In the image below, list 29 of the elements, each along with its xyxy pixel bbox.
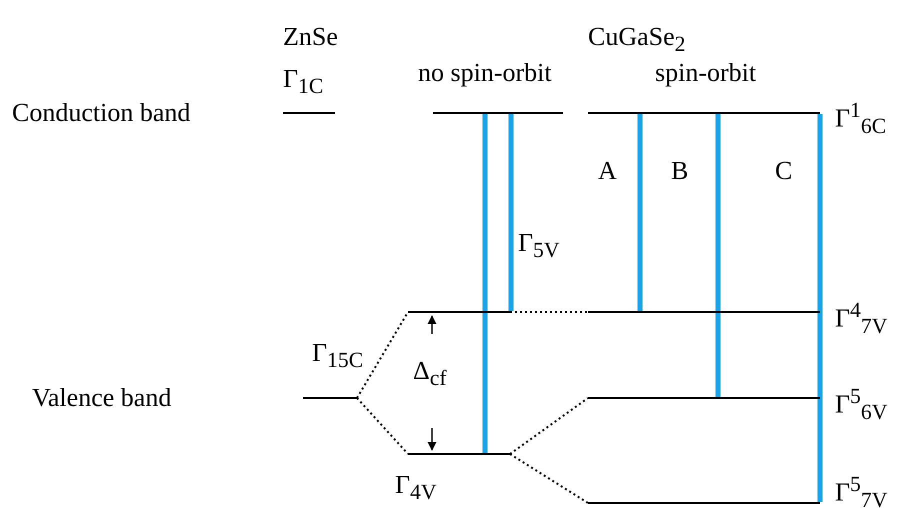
level-label: Γ$_{4V}$ [395, 472, 436, 504]
dotted-line [356, 312, 409, 398]
heading-label: Conduction band [12, 100, 190, 126]
transition-line [508, 114, 514, 311]
splitting-label: Δ$_{cf}$ [413, 358, 447, 390]
energy-level-line [588, 502, 820, 504]
heading-label: spin-orbit [655, 60, 756, 86]
heading-label: no spin-orbit [418, 60, 552, 86]
energy-level-line [283, 112, 335, 114]
dotted-line [510, 311, 588, 313]
energy-level-line [408, 311, 510, 313]
level-label: Γ$_{15C}$ [312, 340, 364, 372]
material-label: CuGaSe$_{2}$ [588, 24, 686, 56]
transition-line [716, 114, 720, 397]
energy-level-line [433, 112, 563, 114]
dotted-line [509, 453, 589, 504]
transition-line [638, 114, 642, 311]
transition-line [482, 114, 488, 453]
energy-level-line [588, 311, 820, 313]
energy-level-line [588, 397, 820, 399]
dotted-line [509, 397, 589, 455]
heading-label: Valence band [32, 385, 172, 411]
transition-line [818, 114, 822, 502]
level-label: Γ$_{1C}$ [283, 66, 324, 98]
energy-level-line [408, 453, 510, 455]
energy-level-line [303, 397, 357, 399]
dotted-line [356, 397, 409, 455]
material-label: ZnSe [283, 24, 338, 50]
energy-level-line [588, 112, 820, 114]
